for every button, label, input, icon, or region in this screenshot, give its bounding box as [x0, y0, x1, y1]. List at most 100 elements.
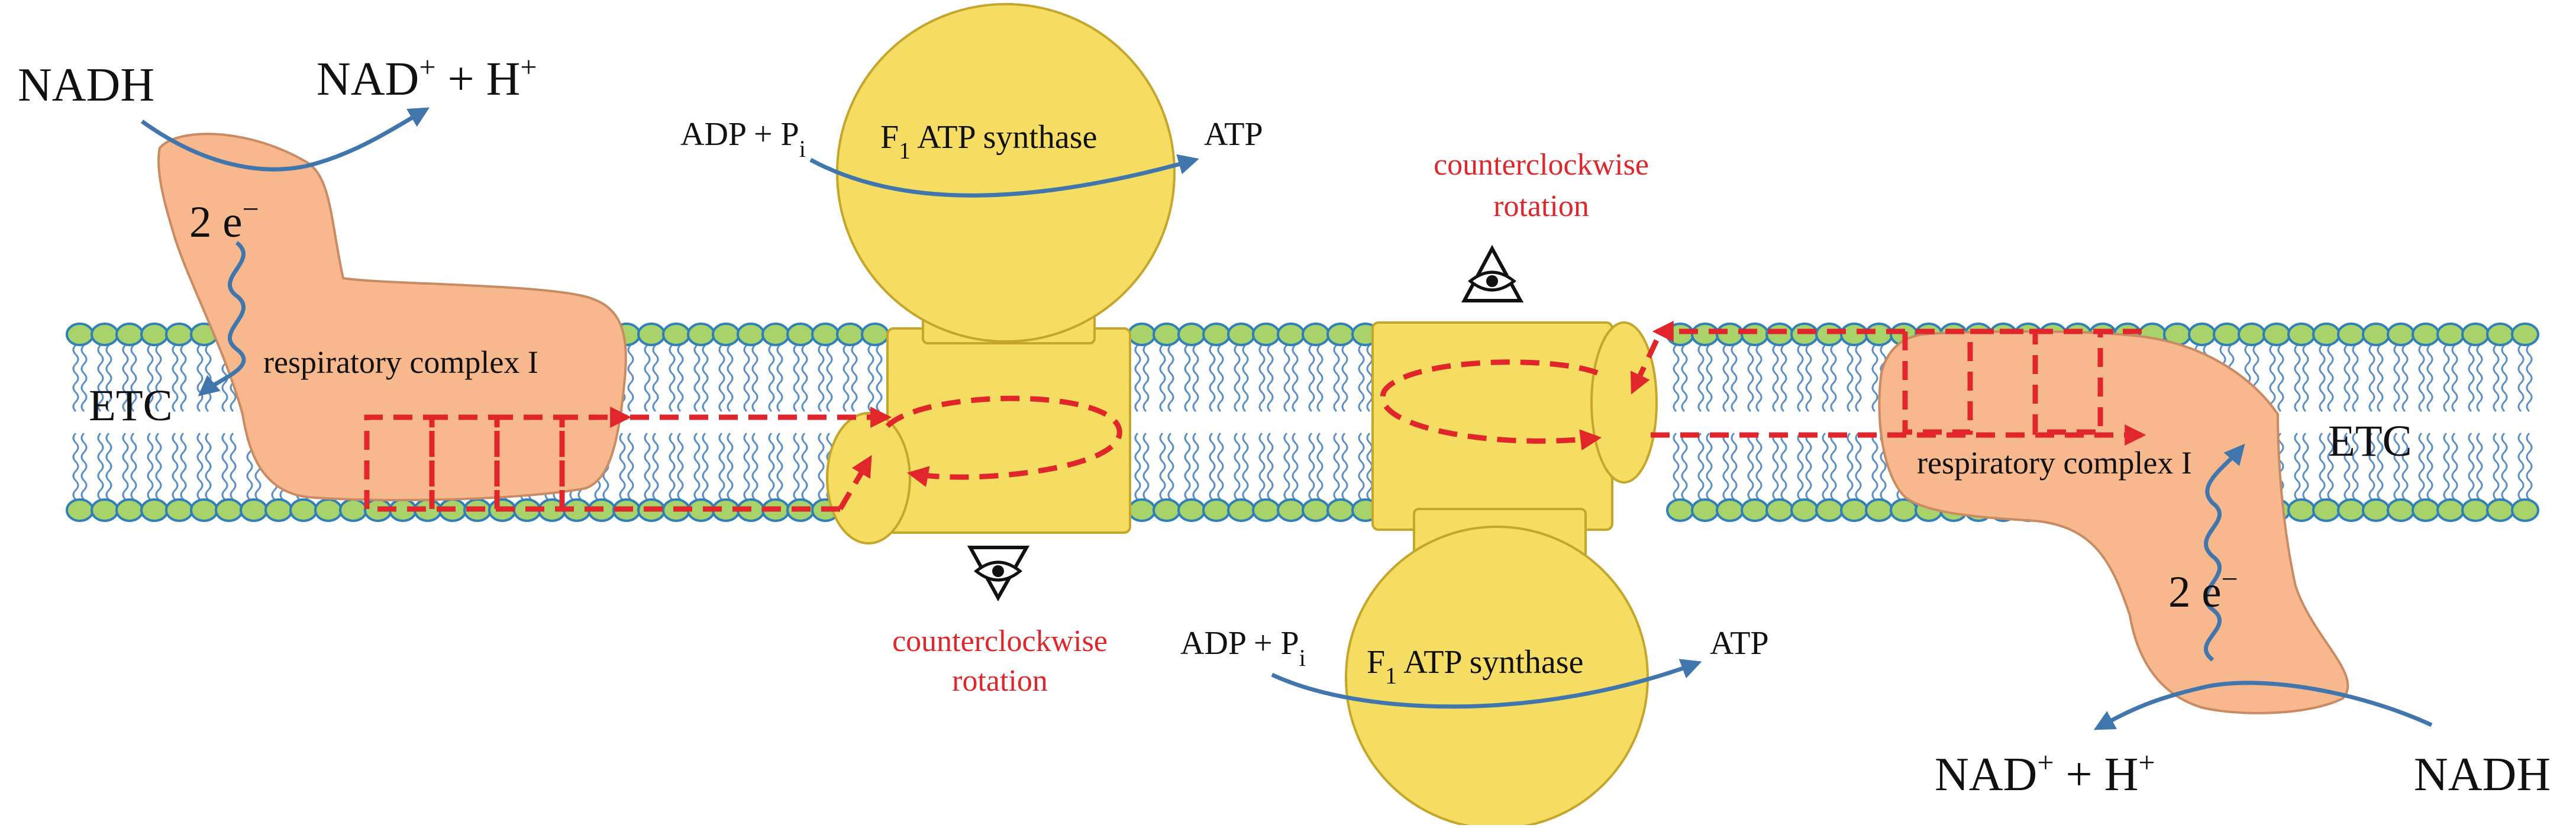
eye-icon	[967, 546, 1030, 602]
nad-product-label-right: NAD+ + H+	[1935, 746, 2155, 801]
lipid-tail	[1308, 344, 1315, 413]
lipid-tail	[2377, 432, 2384, 501]
lipid-tail	[652, 344, 659, 413]
lipid-tail	[1847, 432, 1854, 501]
lipid-head	[637, 323, 666, 346]
lipid-tail	[1358, 344, 1365, 413]
lipid-tail	[1755, 344, 1762, 413]
synthase-label-left: F1 ATP synthase	[880, 119, 1097, 164]
atp-arrow-left	[809, 154, 1199, 198]
atp-label-left: ATP	[1204, 116, 1263, 153]
lipid-tail	[2319, 432, 2326, 501]
lipid-tail	[2426, 432, 2433, 501]
atp-arrow-right	[1271, 659, 1702, 709]
lipid-tail	[2294, 432, 2301, 501]
lipid-tail	[2343, 432, 2351, 501]
lipid-tail	[669, 344, 676, 413]
lipid-head	[2337, 323, 2365, 346]
lipid-tail	[1366, 432, 1373, 501]
lipid-tail	[1308, 432, 1315, 501]
lipid-head	[165, 323, 193, 346]
respiratory-complex-right	[1878, 330, 2349, 714]
lipid-tail	[867, 344, 874, 413]
lipid-tail	[2302, 344, 2309, 413]
lipid-head	[1840, 498, 1868, 522]
lipid-tail	[2476, 344, 2483, 413]
lipid-tail	[80, 432, 88, 501]
lipid-tail	[1242, 344, 1249, 413]
lipid-tail	[842, 344, 850, 413]
etc-label-left: ETC	[89, 381, 173, 430]
lipid-tail	[155, 344, 162, 413]
lipid-tail	[1159, 432, 1166, 501]
lipid-tail	[1747, 432, 1754, 501]
lipid-tail	[72, 344, 79, 413]
lipid-tail	[751, 344, 758, 413]
lipid-tail	[2343, 344, 2351, 413]
lipid-tail	[776, 344, 783, 413]
lipid-tail	[2269, 344, 2276, 413]
lipid-tail	[1805, 432, 1812, 501]
lipid-tail	[1830, 344, 1837, 413]
lipid-tail	[2277, 344, 2284, 413]
lipid-tail	[2401, 432, 2409, 501]
lipid-tail	[130, 432, 137, 501]
lipid-tail	[727, 344, 734, 413]
lipid-head	[2312, 323, 2341, 346]
lipid-tail	[1772, 344, 1779, 413]
nadh-arrow-right	[2093, 681, 2433, 730]
lipid-tail	[693, 344, 701, 413]
lipid-tail	[172, 432, 179, 501]
lipid-tail	[1681, 432, 1688, 501]
lipid-tail	[2368, 432, 2375, 501]
lipid-head	[66, 498, 94, 522]
lipid-tail	[2352, 344, 2359, 413]
lipid-tail	[644, 344, 651, 413]
synthase-fo-right	[1371, 321, 1613, 531]
lipid-tail	[1673, 344, 1680, 413]
lipid-tail	[155, 432, 162, 501]
lipid-head	[1302, 498, 1330, 522]
lipid-tail	[1822, 344, 1829, 413]
lipid-tail	[1731, 432, 1738, 501]
lipid-tail	[743, 344, 750, 413]
rotation-label-right-line1: counterclockwise	[1434, 148, 1649, 182]
lipid-tail	[627, 344, 634, 413]
lipid-tail	[1234, 344, 1241, 413]
rotation-loop-left	[885, 395, 1122, 487]
lipid-tail	[1159, 344, 1166, 413]
synthase-f1-head-left	[836, 3, 1176, 343]
lipid-tail	[677, 344, 684, 413]
lipid-tail	[2493, 432, 2500, 501]
lipid-tail	[2401, 344, 2409, 413]
lipid-head	[115, 498, 144, 522]
lipid-tail	[1167, 432, 1174, 501]
lipid-tail	[1780, 432, 1787, 501]
lipid-tail	[1258, 344, 1266, 413]
lipid-tail	[677, 432, 684, 501]
lipid-tail	[776, 432, 783, 501]
lipid-tail	[1184, 432, 1191, 501]
rotation-flow-paths	[364, 321, 2146, 512]
lipid-tail	[801, 344, 808, 413]
adp-label-left: ADP + Pi	[680, 116, 806, 162]
atp-synthase-right	[1345, 321, 1658, 828]
lipid-tail	[1242, 432, 1249, 501]
lipid-head	[2511, 498, 2539, 522]
lipid-head	[2412, 323, 2440, 346]
lipid-head	[2362, 498, 2390, 522]
lipid-tail	[2451, 344, 2458, 413]
lipid-head	[2511, 323, 2539, 346]
etc-label-right: ETC	[2328, 417, 2412, 466]
lipid-tail	[768, 432, 775, 501]
lipid-tail	[1283, 432, 1290, 501]
lipid-head	[1840, 323, 1868, 346]
lipid-tail	[1697, 432, 1705, 501]
lipid-tail	[1316, 432, 1323, 501]
lipid-tail	[1747, 344, 1754, 413]
lipid-head	[1741, 498, 1769, 522]
lipid-tail	[105, 344, 112, 413]
lipid-head	[215, 498, 243, 522]
nadh-arrow-left	[140, 107, 430, 172]
